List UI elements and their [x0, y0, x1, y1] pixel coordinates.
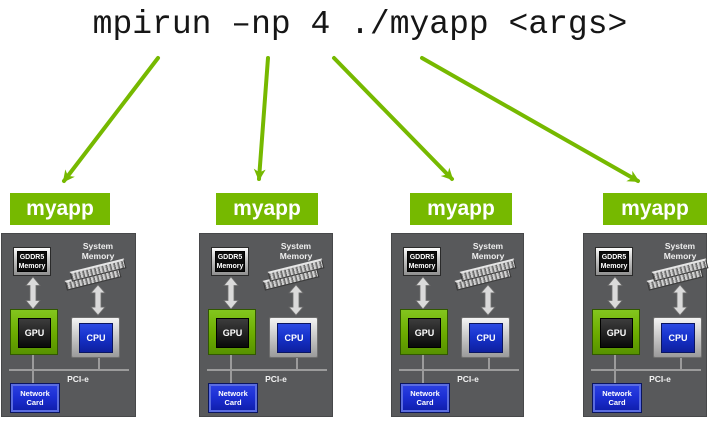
- myapp-process-box: myapp: [603, 193, 707, 225]
- gddr5-memory-label: GDDR5 Memory: [599, 251, 629, 272]
- gddr5-gpu-double-arrow-icon: [607, 276, 623, 310]
- network-card-box: Network Card: [592, 383, 642, 413]
- mpirun-arrow-2: [253, 56, 270, 181]
- node-panel: GDDR5 Memory System Memory GPU: [391, 233, 524, 417]
- network-card-box: Network Card: [400, 383, 450, 413]
- pcie-label: PCI-e: [649, 374, 671, 384]
- cpu-label: CPU: [661, 323, 695, 353]
- pcie-label: PCI-e: [457, 374, 479, 384]
- gddr5-gpu-double-arrow-icon: [415, 276, 431, 310]
- cpu-bus-stem: [296, 358, 298, 371]
- cpu-box: CPU: [269, 317, 318, 358]
- gpu-box: GPU: [400, 309, 448, 355]
- mpirun-arrow-4: [420, 56, 640, 183]
- cpu-box: CPU: [461, 317, 510, 358]
- gddr5-memory-label: GDDR5 Memory: [17, 251, 47, 272]
- network-card-box: Network Card: [208, 383, 258, 413]
- pcie-bus-line: [399, 369, 519, 371]
- network-card-stem: [422, 371, 424, 385]
- gpu-bus-stem: [614, 355, 616, 371]
- myapp-process-box: myapp: [10, 193, 110, 225]
- cpu-bus-stem: [680, 358, 682, 371]
- mpirun-command-title: mpirun –np 4 ./myapp <args>: [92, 6, 628, 43]
- pcie-bus-line: [9, 369, 129, 371]
- node-column: myapp GDDR5 Memory System Memory: [391, 193, 524, 421]
- mpirun-arrow-3: [332, 56, 454, 181]
- network-card-box: Network Card: [10, 383, 60, 413]
- gpu-bus-stem: [230, 355, 232, 371]
- gpu-box: GPU: [10, 309, 58, 355]
- pcie-label: PCI-e: [67, 374, 89, 384]
- cpu-label: CPU: [79, 323, 113, 353]
- sysmem-cpu-double-arrow-icon: [672, 284, 688, 316]
- system-memory-label: System Memory: [471, 241, 505, 261]
- myapp-process-box: myapp: [216, 193, 318, 225]
- network-card-stem: [230, 371, 232, 385]
- sysmem-cpu-double-arrow-icon: [288, 284, 304, 316]
- gpu-box: GPU: [592, 309, 640, 355]
- gpu-label: GPU: [408, 318, 441, 348]
- network-card-stem: [32, 371, 34, 385]
- gddr5-memory-label: GDDR5 Memory: [407, 251, 437, 272]
- cpu-label: CPU: [469, 323, 503, 353]
- sysmem-cpu-double-arrow-icon: [90, 284, 106, 316]
- myapp-process-box: myapp: [410, 193, 512, 225]
- system-memory-label: System Memory: [663, 241, 697, 261]
- gddr5-memory-module: GDDR5 Memory: [403, 247, 441, 276]
- cpu-label: CPU: [277, 323, 311, 353]
- system-memory-label: System Memory: [279, 241, 313, 261]
- pcie-bus-line: [207, 369, 327, 371]
- system-memory-label: System Memory: [81, 241, 115, 261]
- node-panel: GDDR5 Memory System Memory GPU: [583, 233, 709, 417]
- mpirun-arrow-1: [62, 56, 160, 183]
- cpu-box: CPU: [71, 317, 120, 358]
- pcie-bus-line: [591, 369, 701, 371]
- gpu-bus-stem: [32, 355, 34, 371]
- sysmem-cpu-double-arrow-icon: [480, 284, 496, 316]
- gddr5-memory-label: GDDR5 Memory: [215, 251, 245, 272]
- node-column: myapp GDDR5 Memory System Memory: [199, 193, 333, 421]
- gpu-label: GPU: [18, 318, 51, 348]
- node-panel: GDDR5 Memory System Memory GPU: [1, 233, 136, 417]
- gpu-label: GPU: [600, 318, 633, 348]
- gpu-label: GPU: [216, 318, 249, 348]
- gpu-box: GPU: [208, 309, 256, 355]
- cpu-bus-stem: [488, 358, 490, 371]
- gddr5-gpu-double-arrow-icon: [25, 276, 41, 310]
- node-column: myapp GDDR5 Memory System Memory: [1, 193, 136, 421]
- network-card-stem: [614, 371, 616, 385]
- gddr5-memory-module: GDDR5 Memory: [211, 247, 249, 276]
- node-panel: GDDR5 Memory System Memory GPU: [199, 233, 333, 417]
- pcie-label: PCI-e: [265, 374, 287, 384]
- gpu-bus-stem: [422, 355, 424, 371]
- cpu-box: CPU: [653, 317, 702, 358]
- cpu-bus-stem: [98, 358, 100, 371]
- gddr5-memory-module: GDDR5 Memory: [595, 247, 633, 276]
- gddr5-gpu-double-arrow-icon: [223, 276, 239, 310]
- gddr5-memory-module: GDDR5 Memory: [13, 247, 51, 276]
- node-column: myapp GDDR5 Memory System Memory: [583, 193, 709, 421]
